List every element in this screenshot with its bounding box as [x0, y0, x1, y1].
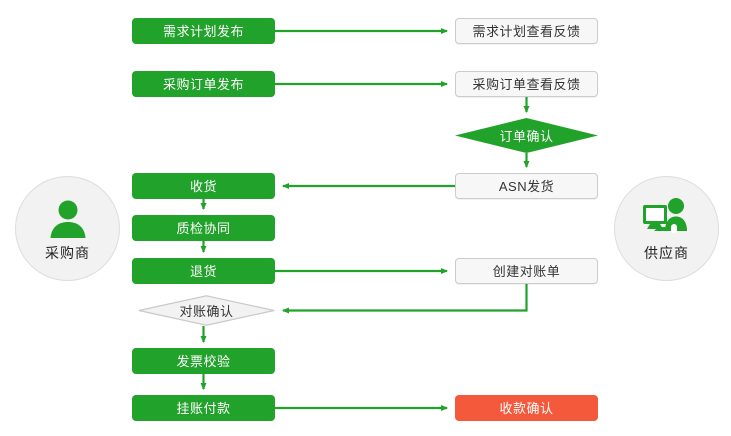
node-demand-plan-feedback[interactable]: 需求计划查看反馈	[455, 18, 598, 44]
person-icon	[46, 195, 90, 241]
node-order-confirm[interactable]: 订单确认	[455, 118, 598, 153]
actor-supplier-label: 供应商	[644, 244, 689, 261]
node-label: 订单确认	[499, 129, 554, 144]
person-at-computer-icon	[641, 195, 693, 241]
node-demand-plan-publish[interactable]: 需求计划发布	[132, 18, 275, 44]
node-asn-ship[interactable]: ASN发货	[455, 173, 598, 199]
node-po-feedback[interactable]: 采购订单查看反馈	[455, 71, 598, 97]
node-label: 采购订单发布	[162, 76, 244, 92]
node-statement-confirm[interactable]: 对账确认	[138, 295, 275, 326]
node-label: ASN发货	[498, 178, 555, 194]
node-payment-post[interactable]: 挂账付款	[132, 395, 275, 421]
node-label: 需求计划查看反馈	[472, 23, 581, 39]
node-label: 需求计划发布	[162, 23, 244, 39]
node-label: 质检协同	[176, 220, 231, 236]
node-label: 收货	[189, 178, 217, 194]
edge-statement-to-confirm	[282, 284, 528, 314]
node-qc-collab[interactable]: 质检协同	[132, 215, 275, 241]
diamond-shape	[138, 295, 275, 326]
actor-supplier: 供应商	[614, 176, 719, 281]
node-label: 发票校验	[176, 353, 231, 369]
node-label: 对账确认	[179, 304, 234, 319]
actor-buyer: 采购商	[15, 176, 120, 281]
node-label: 创建对账单	[492, 263, 561, 279]
node-receipt-confirm[interactable]: 收款确认	[455, 395, 598, 421]
node-receive-goods[interactable]: 收货	[132, 173, 275, 199]
node-create-statement[interactable]: 创建对账单	[455, 258, 598, 284]
node-label: 挂账付款	[176, 400, 231, 416]
actor-buyer-label: 采购商	[45, 244, 90, 261]
node-po-publish[interactable]: 采购订单发布	[132, 71, 275, 97]
node-return-goods[interactable]: 退货	[132, 258, 275, 284]
node-label: 采购订单查看反馈	[472, 76, 581, 92]
node-invoice-verify[interactable]: 发票校验	[132, 348, 275, 374]
node-label: 收款确认	[499, 400, 554, 416]
diamond-shape	[455, 118, 598, 153]
node-label: 退货	[189, 263, 217, 279]
